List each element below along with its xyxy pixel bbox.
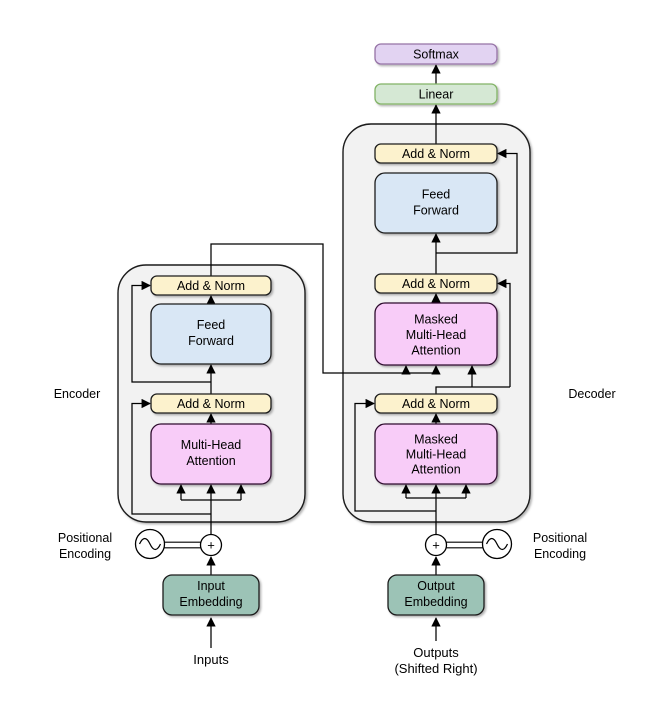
decoder-cross-attention-box	[374, 302, 498, 366]
decoder-plus-sign: +	[432, 538, 440, 553]
decoder-cross-attention-label-line1: Masked	[414, 313, 458, 327]
softmax-label: Softmax	[413, 48, 460, 62]
decoder-sine-glyph	[485, 537, 509, 551]
encoder-attention-label-line2: Attention	[186, 454, 235, 468]
encoder-add-norm-1-box	[150, 393, 272, 414]
encoder-add-norm-2-label: Add & Norm	[177, 279, 245, 293]
decoder-cross-attention-label-line3: Attention	[411, 344, 460, 358]
decoder-feed-forward-box	[374, 172, 498, 234]
decoder-add-norm-2-box	[374, 273, 498, 294]
decoder-connectors	[354, 64, 518, 641]
decoder-label: Decoder	[568, 387, 615, 401]
input-embedding-label-line2: Embedding	[179, 595, 242, 609]
output-embedding-label-line2: Embedding	[404, 595, 467, 609]
encoder-feed-forward-box	[150, 303, 272, 365]
input-embedding-label-line1: Input	[197, 579, 225, 593]
decoder-plus-circle	[424, 533, 448, 557]
encoder-add-norm-1-label: Add & Norm	[177, 397, 245, 411]
output-embedding-box	[387, 574, 485, 616]
decoder-masked-attention-label-line2: Multi-Head	[406, 448, 466, 462]
decoder-positional-encoding-label-line1: Positional	[533, 531, 587, 545]
output-embedding-label-line1: Output	[417, 579, 455, 593]
encoder-positional-encoding-node: +	[134, 528, 223, 560]
encoder-feed-forward-label-line1: Feed	[197, 318, 226, 332]
encoder-sine-glyph	[138, 537, 162, 551]
encoder-plus-sign: +	[207, 538, 215, 553]
encoder-plus-circle	[199, 533, 223, 557]
decoder-positional-encoding-label-line2: Encoding	[534, 547, 586, 561]
linear-label: Linear	[419, 88, 454, 102]
encoder-positional-encoding-label-line2: Encoding	[59, 547, 111, 561]
linear-box	[374, 83, 498, 105]
decoder-masked-attention-label-line1: Masked	[414, 433, 458, 447]
encoder-connectors	[131, 243, 441, 648]
decoder-feed-forward-label-line2: Forward	[413, 204, 459, 218]
encoder-add-norm-2-box	[150, 275, 272, 296]
encoder-attention-label-line1: Multi-Head	[181, 438, 241, 452]
decoder-add-norm-2-label: Add & Norm	[402, 277, 470, 291]
decoder-add-norm-3-label: Add & Norm	[402, 147, 470, 161]
decoder-add-norm-1-label: Add & Norm	[402, 397, 470, 411]
inputs-label: Inputs	[193, 652, 229, 667]
softmax-box	[374, 43, 498, 65]
decoder-positional-encoding-node: +	[424, 528, 513, 560]
decoder-masked-attention-box	[374, 423, 498, 485]
encoder-positional-encoding-label-line1: Positional	[58, 531, 112, 545]
decoder-masked-attention-label-line3: Attention	[411, 463, 460, 477]
decoder-add-norm-3-box	[374, 143, 498, 164]
encoder-multi-head-attention-box	[150, 423, 272, 485]
encoder-feed-forward-label-line2: Forward	[188, 334, 234, 348]
input-embedding-box	[162, 574, 260, 616]
decoder-add-norm-1-box	[374, 393, 498, 414]
outputs-label-line1: Outputs	[413, 645, 459, 660]
decoder-cross-attention-label-line2: Multi-Head	[406, 328, 466, 342]
encoder-label: Encoder	[54, 387, 101, 401]
decoder-feed-forward-label-line1: Feed	[422, 188, 451, 202]
outputs-label-line2: (Shifted Right)	[394, 661, 477, 676]
